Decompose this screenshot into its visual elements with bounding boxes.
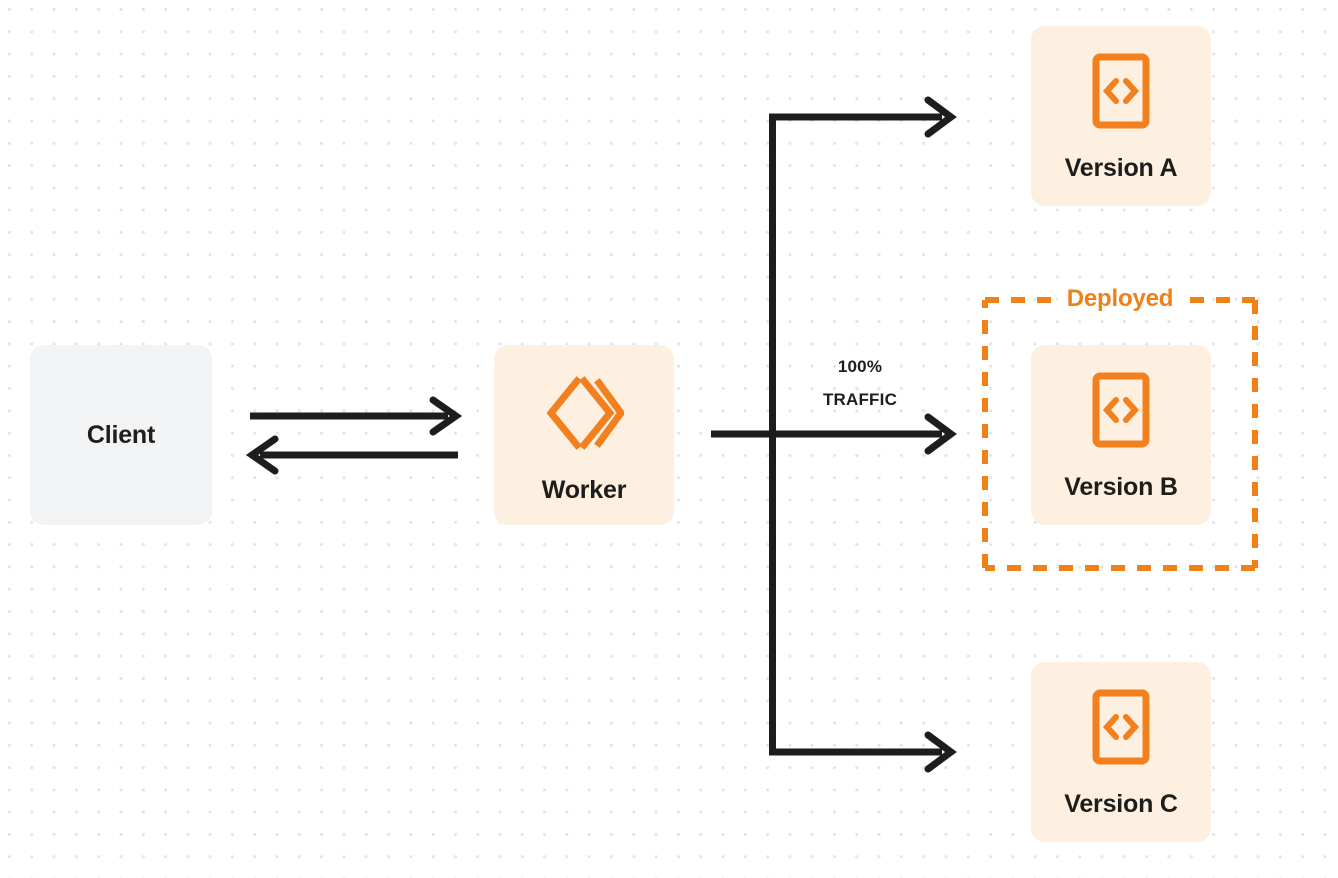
code-file-icon <box>1091 372 1151 453</box>
group-deployed-label: Deployed <box>1057 285 1183 313</box>
node-version-a-label: Version A <box>1064 154 1178 182</box>
traffic-label: 100% TRAFFIC <box>790 350 930 416</box>
group-deployed: Deployed <box>985 285 1255 568</box>
node-version-c-label: Version C <box>1064 790 1178 818</box>
node-version-b[interactable]: Version B <box>1031 345 1211 525</box>
node-version-b-label: Version B <box>1064 473 1178 501</box>
traffic-percent: 100% <box>837 357 883 376</box>
edge-worker-to-version-b <box>769 413 957 455</box>
node-version-a[interactable]: Version A <box>1031 26 1211 206</box>
code-file-icon <box>1091 53 1151 134</box>
edge-worker-to-version-c <box>769 731 957 773</box>
node-worker[interactable]: Worker <box>494 345 674 525</box>
node-client[interactable]: Client <box>30 345 212 525</box>
node-client-label: Client <box>86 420 156 449</box>
edge-worker-to-version-a <box>769 96 957 138</box>
edge-client-to-worker <box>250 396 463 436</box>
traffic-unit: TRAFFIC <box>822 390 898 409</box>
edge-worker-to-client <box>245 435 458 475</box>
code-file-icon <box>1091 689 1151 770</box>
cloudflare-workers-logo-icon <box>544 373 626 458</box>
node-version-c[interactable]: Version C <box>1031 662 1211 842</box>
node-worker-label: Worker <box>541 476 627 504</box>
